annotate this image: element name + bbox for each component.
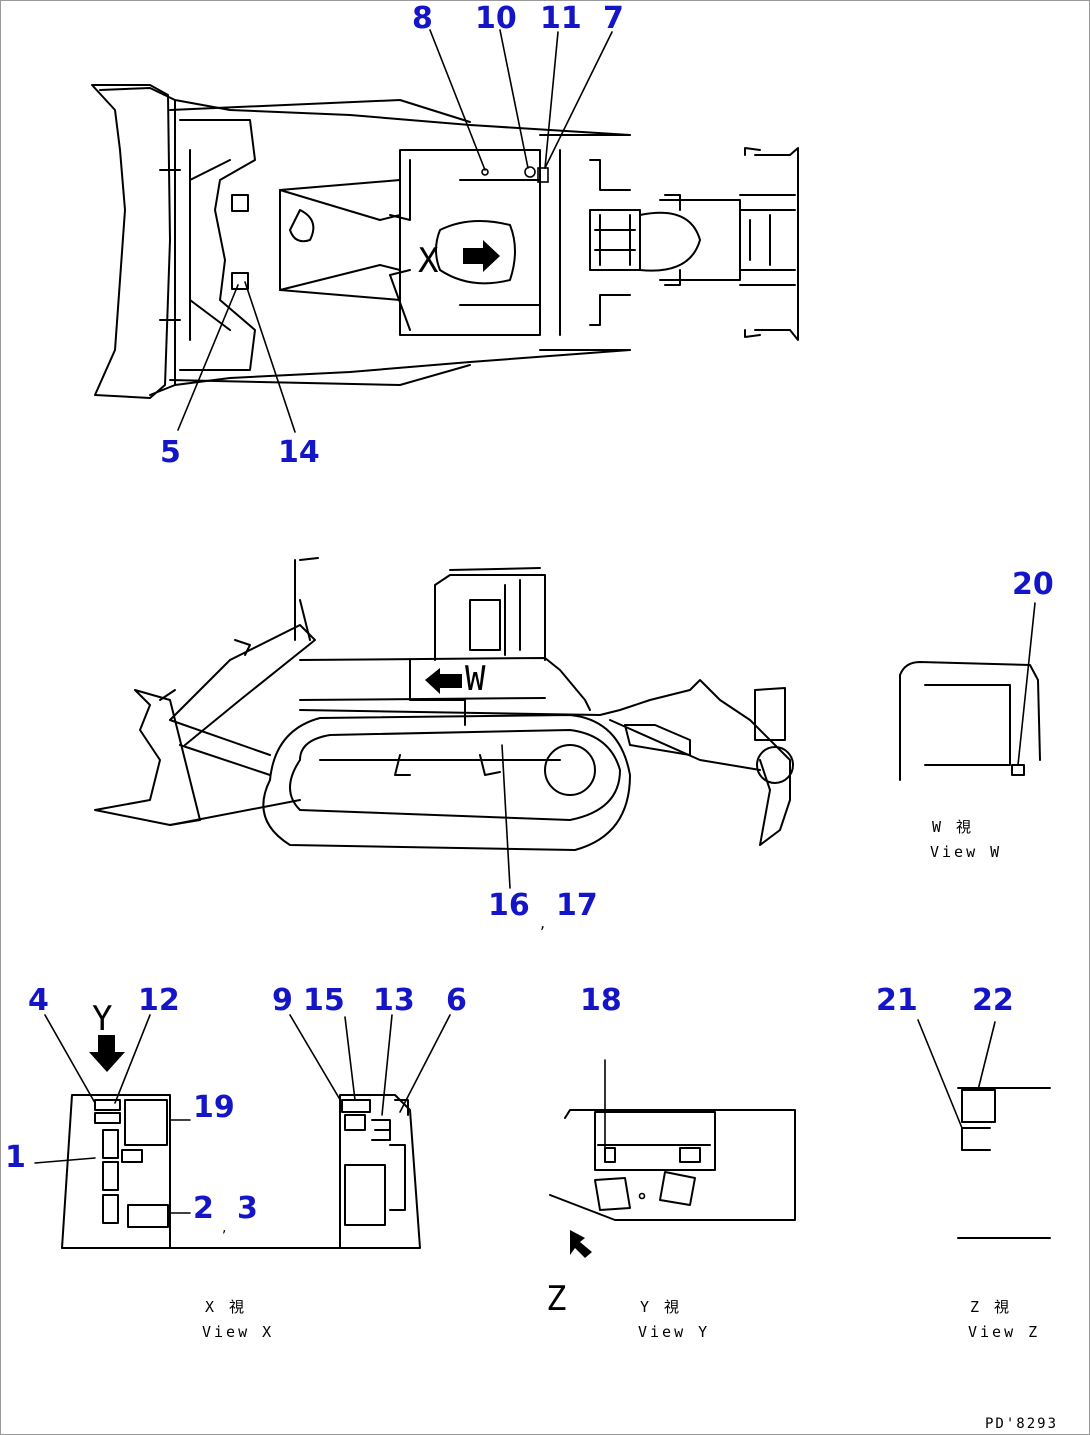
callout-3: 3 (237, 1191, 258, 1226)
callout-11: 11 (540, 1, 582, 36)
view-x-direction-arrow (463, 240, 500, 272)
callout-6: 6 (446, 983, 467, 1018)
view-z-drawing (957, 1087, 1051, 1239)
callout-separator-comma: , (222, 1220, 226, 1236)
caption-view-y-en: View Y (638, 1323, 710, 1341)
view-letter-y: Y (92, 999, 112, 1039)
view-z-direction-arrow (570, 1230, 592, 1258)
callout-22: 22 (972, 983, 1014, 1018)
callout-19: 19 (193, 1090, 235, 1125)
view-letters: X W Y Z (92, 241, 566, 1319)
callout-2: 2 (193, 1191, 214, 1226)
callout-16: 16 (488, 888, 530, 923)
caption-view-x-jp: X 視 (205, 1298, 247, 1316)
callout-15: 15 (303, 983, 345, 1018)
view-w-direction-arrow (425, 668, 462, 694)
top-view-drawing (91, 84, 799, 399)
callout-14: 14 (278, 435, 320, 470)
caption-view-w-en: View W (930, 843, 1002, 861)
callout-12: 12 (138, 983, 180, 1018)
caption-view-z-jp: Z 視 (970, 1298, 1012, 1316)
callout-separator-comma: , (540, 913, 545, 932)
callout-10: 10 (475, 1, 517, 36)
callout-9: 9 (272, 983, 293, 1018)
callout-17: 17 (556, 888, 598, 923)
view-y-direction-arrow (89, 1035, 125, 1072)
callout-13: 13 (373, 983, 415, 1018)
callout-5: 5 (160, 435, 181, 470)
view-x-drawing (61, 1035, 421, 1249)
callout-20: 20 (1012, 567, 1054, 602)
view-letter-x: X (418, 241, 439, 281)
view-y-drawing (549, 1109, 796, 1258)
callout-21: 21 (876, 983, 918, 1018)
callout-18: 18 (580, 983, 622, 1018)
view-letter-z: Z (546, 1279, 566, 1319)
side-view-drawing (94, 557, 794, 851)
view-captions: W 視 View W X 視 View X Y 視 View Y Z 視 Vie… (202, 818, 1040, 1341)
leader-lines (34, 29, 1036, 1214)
caption-view-x-en: View X (202, 1323, 274, 1341)
drawing-code: PD'8293 (985, 1416, 1058, 1432)
callout-numbers: 8 10 11 7 5 14 20 16 17 , 4 12 19 1 2 3 … (5, 1, 1054, 1236)
callout-1: 1 (5, 1140, 26, 1175)
callout-8: 8 (412, 1, 433, 36)
caption-view-z-en: View Z (968, 1323, 1040, 1341)
callout-7: 7 (603, 1, 624, 36)
callout-4: 4 (28, 983, 49, 1018)
caption-view-y-jp: Y 視 (640, 1298, 682, 1316)
caption-view-w-jp: W 視 (932, 818, 974, 836)
view-letter-w: W (465, 659, 486, 699)
